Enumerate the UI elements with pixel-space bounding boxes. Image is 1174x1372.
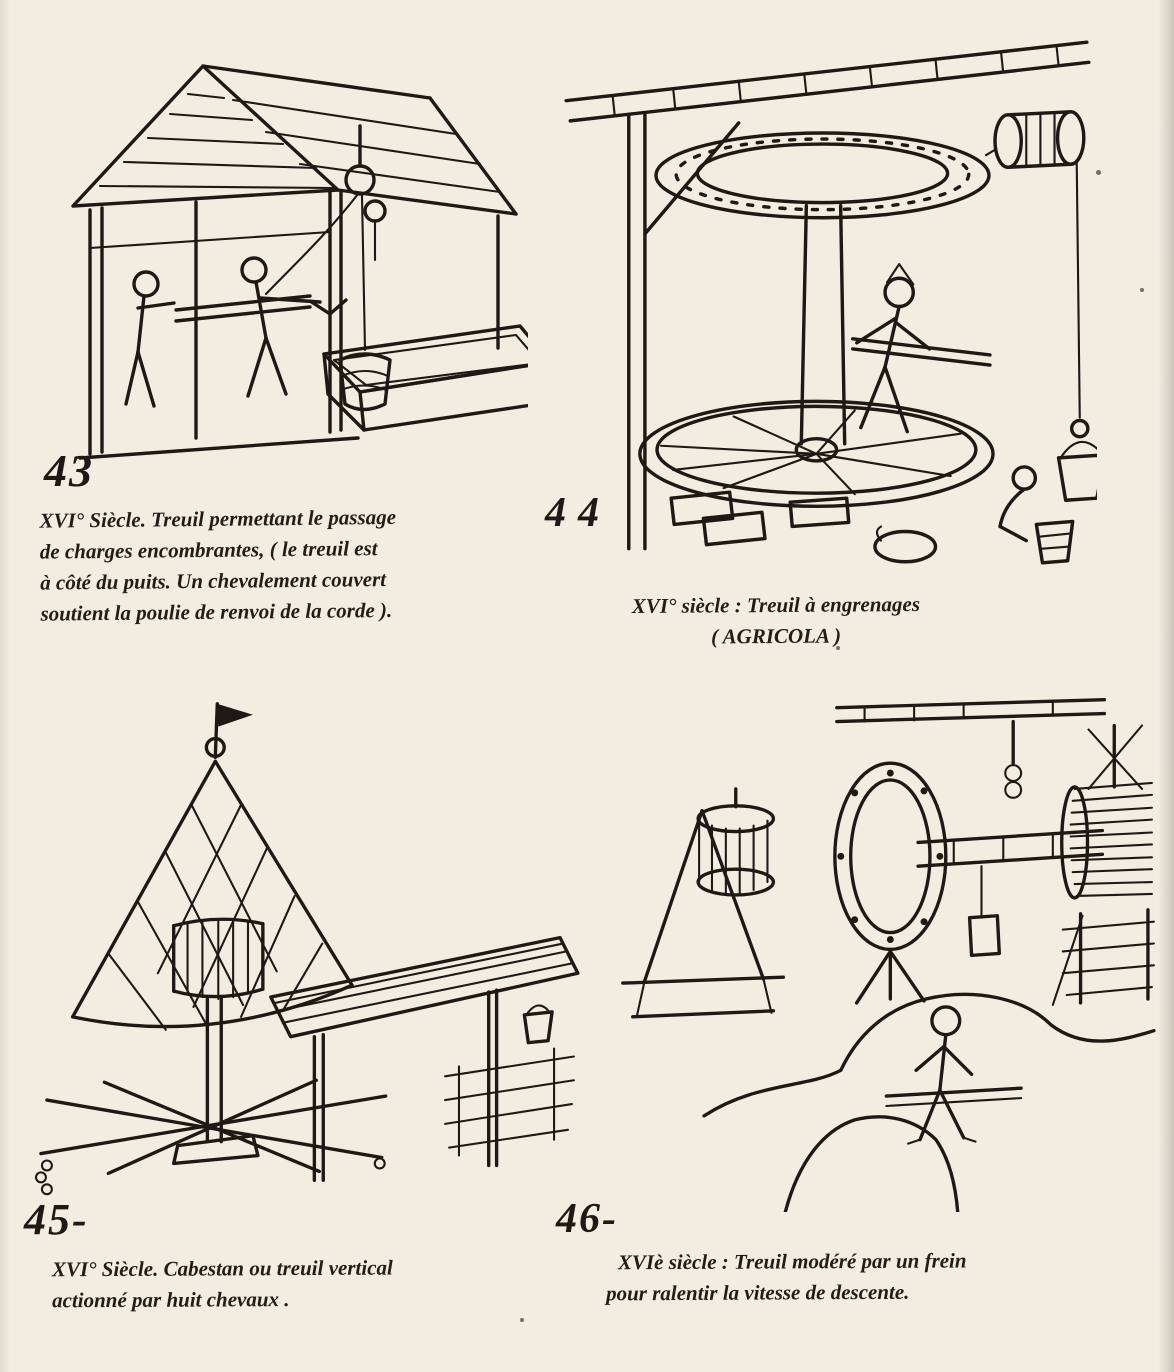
top-frame [835, 698, 1107, 799]
hat-on-ground [873, 525, 938, 564]
scan-speckle [1096, 170, 1101, 175]
caption-line: pour ralentir la vitesse de descente. [606, 1279, 910, 1306]
gear-winch-art [564, 40, 1097, 565]
right-rack [1051, 908, 1155, 1006]
cone-roof [70, 759, 354, 1031]
figure-45-drawing [12, 688, 587, 1213]
brake-drum [1060, 723, 1153, 900]
axle-beam [916, 828, 1105, 868]
slatted-drum [172, 917, 265, 1001]
flag-and-finial [204, 702, 253, 760]
trestle [621, 809, 786, 1019]
caption-line: XVI° Siècle. Cabestan ou treuil vertical [51, 1255, 393, 1282]
scan-speckle [836, 646, 840, 650]
figure-46-drawing [582, 672, 1162, 1212]
figure-45-number: 45- [24, 1195, 89, 1244]
figure-44-caption: XVI° siècle : Treuil à engrenages ( AGRI… [566, 589, 986, 654]
windlass-and-workers [124, 256, 392, 412]
caption-line: soutient la poulie de renvoi de la corde… [40, 597, 393, 626]
shed-roof [71, 64, 518, 216]
pulley-and-rope [264, 124, 387, 352]
side-shed [269, 935, 580, 1182]
shed-frame [78, 190, 500, 460]
winding-drum-and-rope [984, 110, 1097, 502]
caption-line: XVI° siècle : Treuil à engrenages [631, 591, 921, 619]
figure-43-caption: XVI° Siècle. Treuil permettant le passag… [39, 500, 550, 629]
trough [322, 324, 528, 432]
hanging-weight [967, 865, 1002, 958]
shaft-and-miner [702, 992, 1156, 1212]
brake-winch-art [621, 698, 1156, 1212]
figure-43-number: 43 [44, 445, 94, 496]
roof-beam [564, 40, 1091, 123]
crown-gear [654, 131, 991, 220]
figure-43-drawing [28, 8, 528, 478]
figure-44-number: 44 [545, 490, 611, 536]
kneeling-figure-basket [998, 465, 1075, 565]
main-wheel [833, 761, 948, 1005]
figure-44-drawing [552, 22, 1097, 587]
caption-line: actionné par huit chevaux . [52, 1287, 290, 1313]
capstan-art [34, 702, 580, 1196]
winch-shed-art [71, 64, 528, 460]
capstan-arms [34, 1078, 388, 1196]
steps [669, 490, 767, 547]
figure-46-number: 46- [556, 1196, 618, 1242]
scan-speckle [1140, 288, 1144, 292]
lantern-pinion [696, 787, 776, 897]
worker-pushing [851, 263, 992, 434]
vertical-axle [799, 203, 847, 446]
mast [205, 995, 223, 1144]
treadwheel [638, 399, 995, 529]
scan-speckle [520, 1318, 524, 1322]
figure-45-caption: XVI° Siècle. Cabestan ou treuil vertical… [52, 1252, 552, 1317]
figure-46-caption: XVIè siècle : Treuil modéré par un frein… [606, 1245, 1126, 1310]
caption-line: ( AGRICOLA ) [711, 623, 842, 649]
caption-line: XVIè siècle : Treuil modéré par un frein [617, 1248, 967, 1275]
